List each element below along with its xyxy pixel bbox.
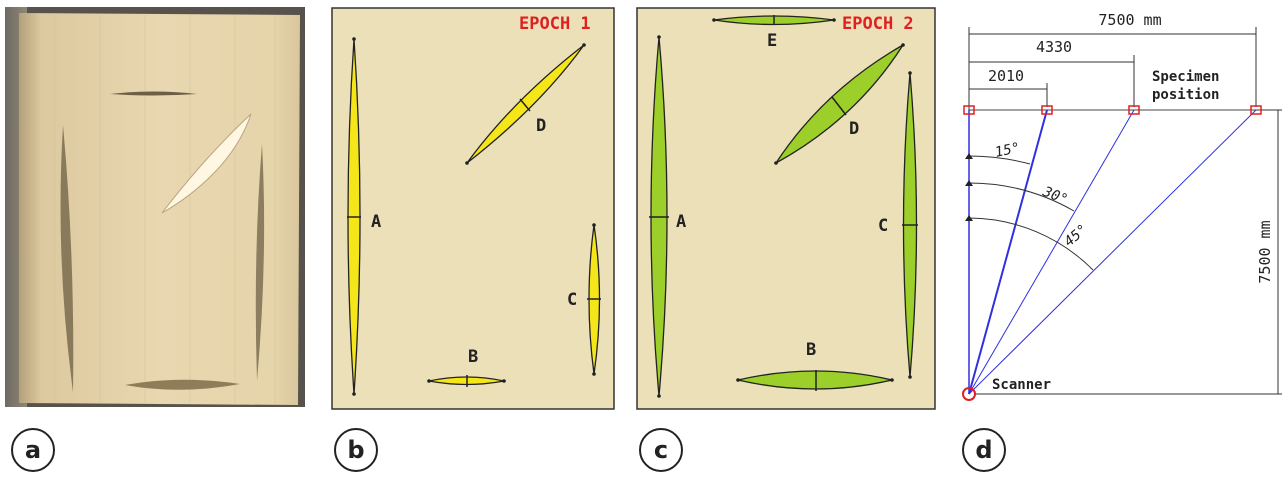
specimen-photo	[5, 7, 305, 407]
crack-e-label: E	[767, 31, 777, 51]
dim-vertical-label: 7500 mm	[1256, 220, 1274, 283]
crack-b-label: B	[468, 347, 478, 367]
subfigure-label-d: d	[962, 428, 1006, 472]
scanner-icon	[962, 387, 976, 401]
slit-bottom	[125, 379, 240, 390]
slit-top	[110, 91, 197, 96]
specimen-marker-15	[1041, 105, 1053, 115]
slit-right	[255, 144, 265, 381]
epoch2-background	[636, 7, 936, 410]
epoch2-diagram: EPOCH 2 E A B C D	[636, 7, 936, 410]
epoch2-title: EPOCH 2	[842, 14, 914, 34]
epoch1-title: EPOCH 1	[519, 14, 591, 34]
subfigure-label-c: c	[639, 428, 683, 472]
slit-diagonal	[161, 113, 252, 214]
scanner-label: Scanner	[992, 377, 1051, 393]
crack-c-label: C	[878, 216, 888, 236]
dim-short-label: 2010	[988, 67, 1024, 85]
specimen-label-line1: Specimen	[1152, 69, 1219, 85]
subfigure-label-a: a	[11, 428, 55, 472]
crack-a-label: A	[676, 212, 686, 232]
specimen-marker-30	[1128, 105, 1140, 115]
angle-45-label: 45°	[1061, 222, 1091, 251]
subfigure-label-b: b	[334, 428, 378, 472]
crack-b-label: B	[806, 340, 816, 360]
epoch1-background	[331, 7, 615, 410]
slit-left	[60, 125, 74, 392]
specimen-marker-0	[963, 105, 975, 115]
epoch1-diagram: EPOCH 1 A B C D	[331, 7, 615, 410]
specimen-marker-45	[1250, 105, 1262, 115]
crack-a-label: A	[371, 212, 381, 232]
angle-30-label: 30°	[1040, 183, 1070, 208]
specimen-label-line2: position	[1152, 87, 1219, 103]
crack-d-label: D	[849, 119, 859, 139]
scanner-geometry-diagram: 7500 mm 4330 2010 7500 mm Specimen posit…	[960, 7, 1282, 407]
angle-15-label: 15°	[994, 140, 1022, 161]
crack-d-label: D	[536, 116, 546, 136]
dim-mid-label: 4330	[1036, 38, 1072, 56]
crack-c-label: C	[567, 290, 577, 310]
dim-total-label: 7500 mm	[1098, 11, 1161, 29]
